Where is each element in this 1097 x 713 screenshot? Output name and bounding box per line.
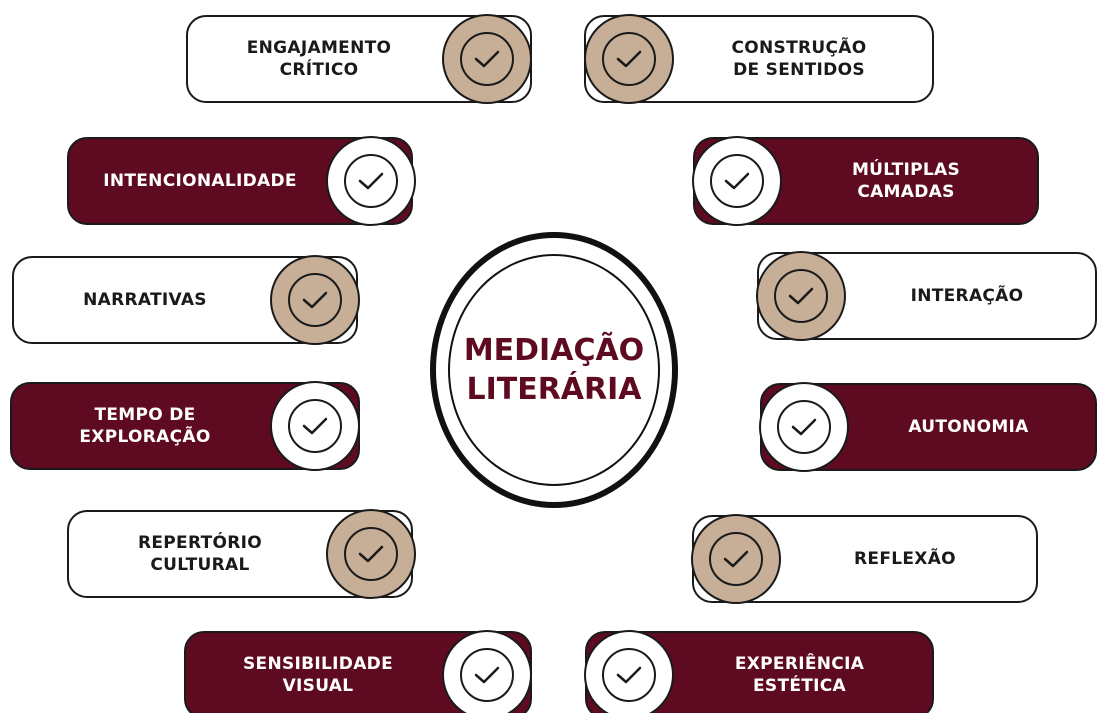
check-circle-icon	[442, 14, 532, 104]
center-circle-inner: MEDIAÇÃO LITERÁRIA	[448, 254, 660, 486]
pill-label: NARRATIVAS	[83, 289, 207, 310]
pill-label: AUTONOMIA	[908, 416, 1029, 437]
pill-label: REFLEXÃO	[854, 548, 956, 569]
check-circle-icon	[692, 136, 782, 226]
check-circle-icon	[326, 136, 416, 226]
pill-label: EXPERIÊNCIA ESTÉTICA	[734, 653, 865, 696]
check-circle-icon	[584, 630, 674, 713]
pill-label: SENSIBILIDADE VISUAL	[243, 653, 393, 696]
pill-label: CONSTRUÇÃO DE SENTIDOS	[731, 37, 867, 80]
pill-label: INTENCIONALIDADE	[103, 170, 297, 191]
check-circle-icon	[759, 382, 849, 472]
check-circle-icon	[326, 509, 416, 599]
check-circle-icon	[691, 514, 781, 604]
pill-label: INTERAÇÃO	[910, 285, 1024, 306]
pill-label: REPERTÓRIO CULTURAL	[137, 532, 263, 575]
pill-label: MÚLTIPLAS CAMADAS	[851, 159, 961, 202]
center-title: MEDIAÇÃO LITERÁRIA	[463, 333, 645, 407]
check-circle-icon	[270, 381, 360, 471]
pill-label: TEMPO DE EXPLORAÇÃO	[79, 404, 211, 447]
pill-label: ENGAJAMENTO CRÍTICO	[246, 37, 392, 80]
check-circle-icon	[756, 251, 846, 341]
check-circle-icon	[270, 255, 360, 345]
check-circle-icon	[442, 630, 532, 713]
check-circle-icon	[584, 14, 674, 104]
